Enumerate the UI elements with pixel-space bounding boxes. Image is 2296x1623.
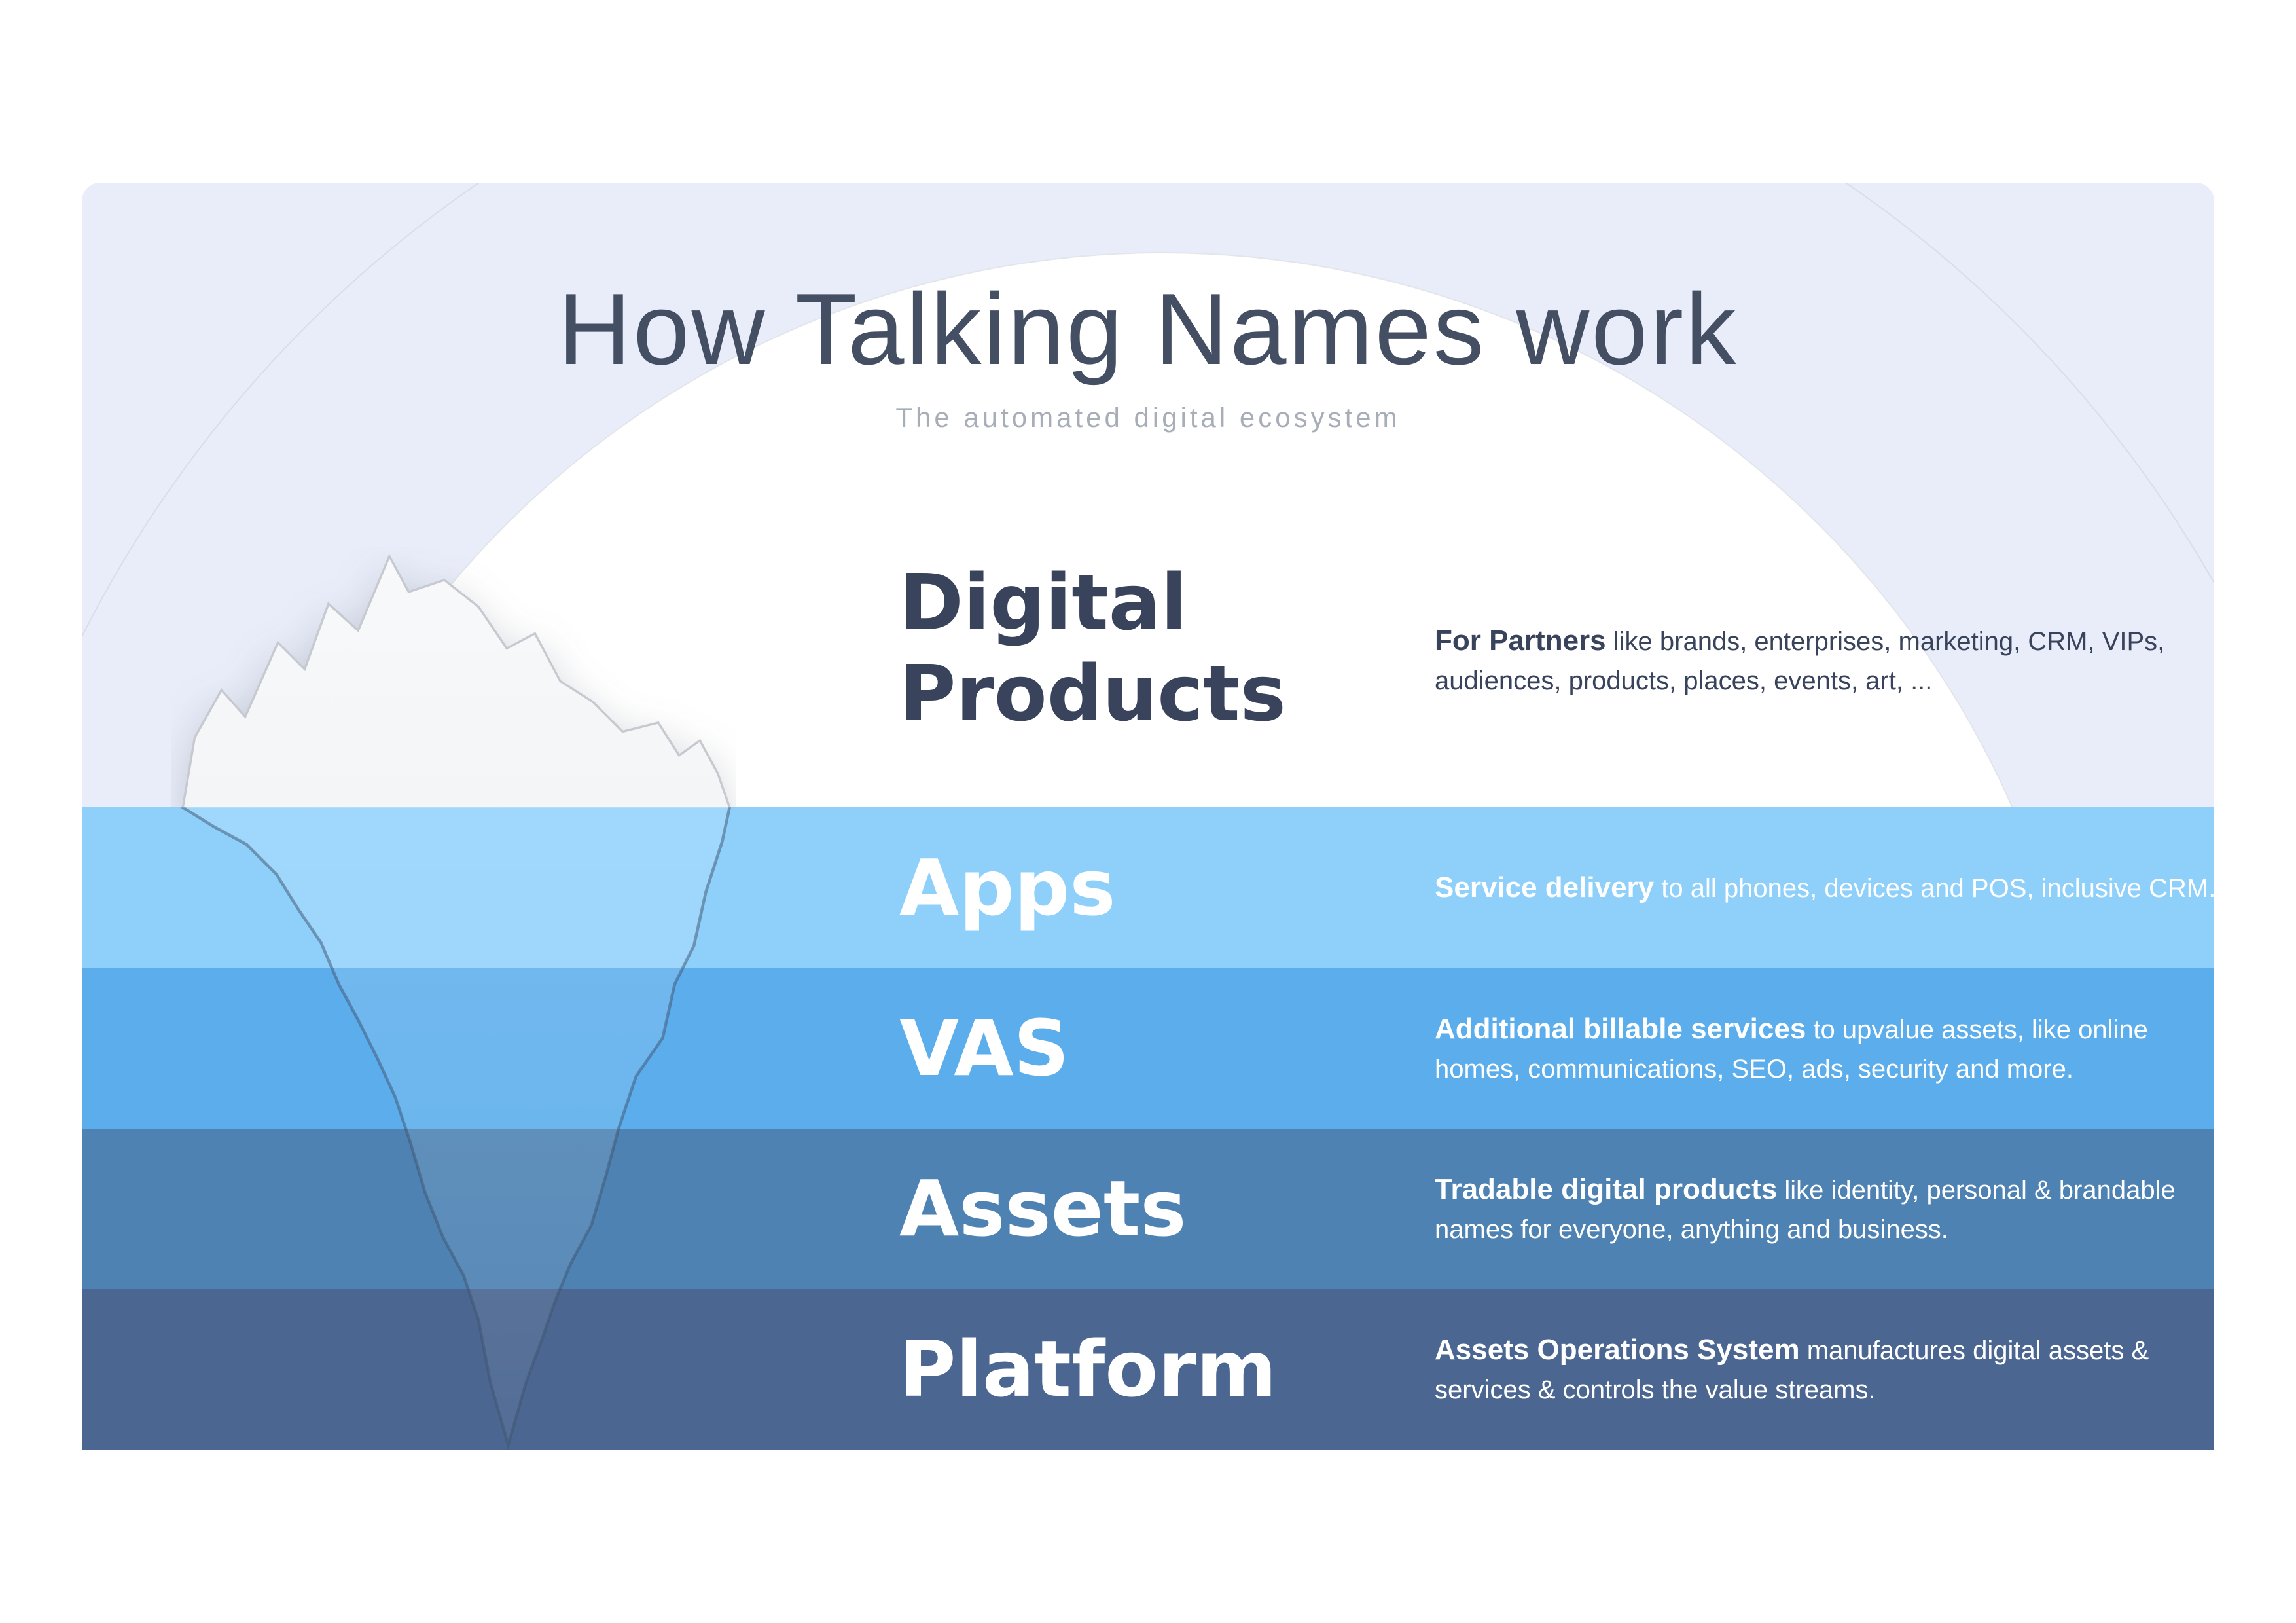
page-title: How Talking Names work bbox=[558, 272, 1738, 386]
band-vas: VAS Additional billable services to upva… bbox=[82, 968, 2214, 1129]
title-block: How Talking Names work The automated dig… bbox=[82, 271, 2214, 433]
layer-desc-text: to upvalue assets, like online homes, co… bbox=[1435, 1015, 2148, 1084]
layer-desc-text: like brands, enterprises, marketing, CRM… bbox=[1435, 627, 2165, 695]
band-platform: Platform Assets Operations System manufa… bbox=[82, 1288, 2214, 1450]
layer-label-vas: VAS bbox=[899, 1002, 1069, 1093]
band-apps: Apps Service delivery to all phones, dev… bbox=[82, 807, 2214, 968]
layer-desc-text: manufactures digital assets & services &… bbox=[1435, 1336, 2149, 1405]
layer-desc-apps: Service delivery to all phones, devices … bbox=[1435, 867, 2214, 909]
layer-label-platform: Platform bbox=[899, 1324, 1277, 1415]
layer-desc-lead: For Partners bbox=[1435, 625, 1606, 657]
layer-label-assets: Assets bbox=[899, 1163, 1187, 1254]
layer-label-digital-products: Digital Products bbox=[899, 557, 1286, 739]
layer-desc-platform: Assets Operations System manufactures di… bbox=[1435, 1329, 2214, 1409]
layer-desc-vas: Additional billable services to upvalue … bbox=[1435, 1008, 2214, 1088]
page-subtitle: The automated digital ecosystem bbox=[895, 402, 1401, 433]
band-assets: Assets Tradable digital products like id… bbox=[82, 1128, 2214, 1289]
layer-label-apps: Apps bbox=[899, 842, 1116, 933]
layer-desc-lead: Tradable digital products bbox=[1435, 1173, 1778, 1206]
layer-desc-lead: Assets Operations System bbox=[1435, 1334, 1800, 1366]
layer-desc-lead: Service delivery bbox=[1435, 871, 1655, 903]
layer-desc-lead: Additional billable services bbox=[1435, 1012, 1806, 1045]
content-area: How Talking Names work The automated dig… bbox=[82, 183, 2214, 1450]
layer-desc-text: like identity, personal & brandable name… bbox=[1435, 1176, 2176, 1245]
layer-desc-digital-products: For Partners like brands, enterprises, m… bbox=[1435, 620, 2181, 700]
layer-desc-text: to all phones, devices and POS, inclusiv… bbox=[1661, 873, 2214, 903]
layer-desc-assets: Tradable digital products like identity,… bbox=[1435, 1169, 2214, 1249]
iceberg-bands: Apps Service delivery to all phones, dev… bbox=[82, 807, 2214, 1450]
